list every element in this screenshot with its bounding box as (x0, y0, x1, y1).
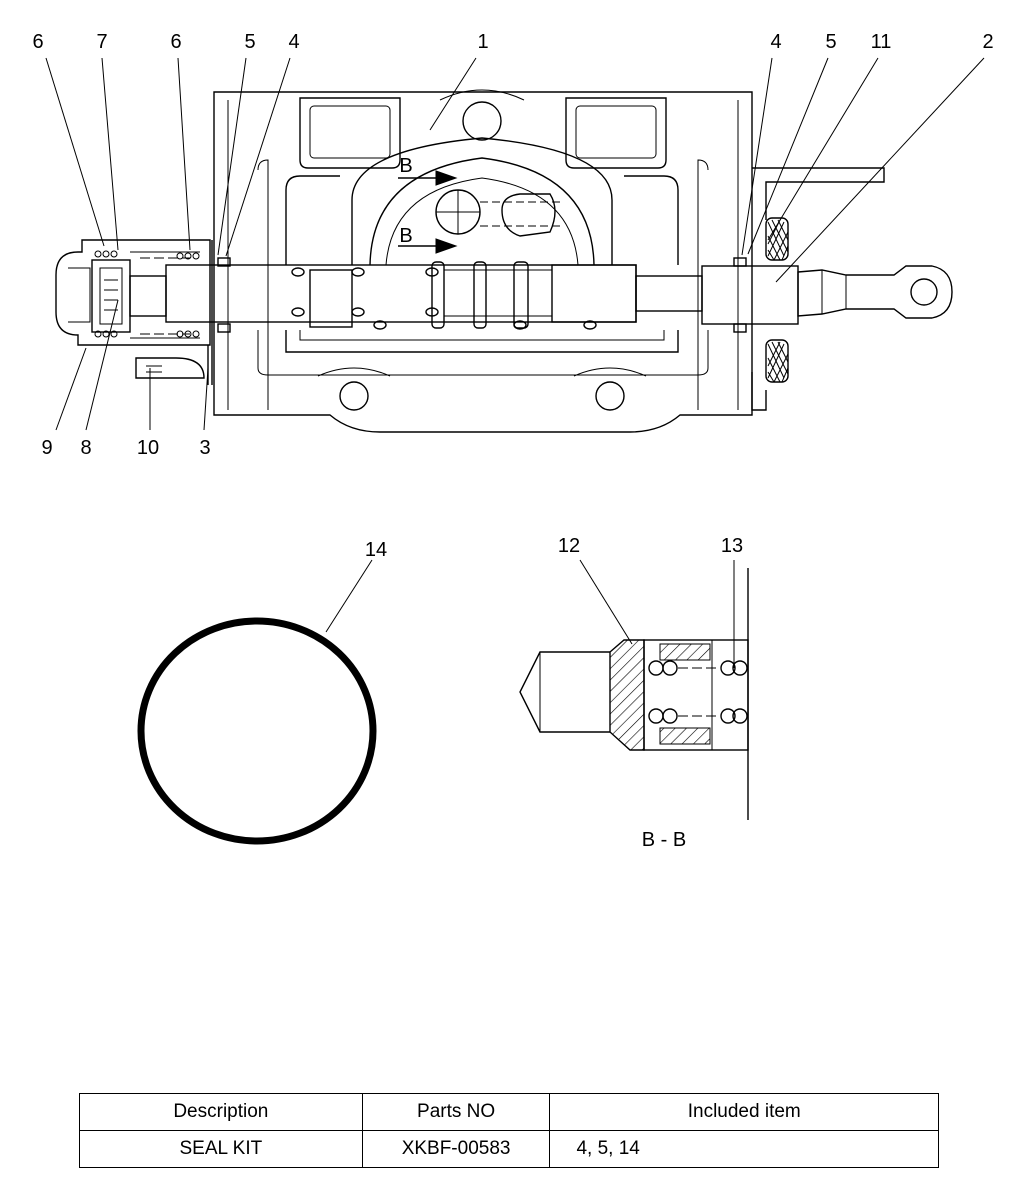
exploded-parts-diagram: 6 7 6 5 4 1 4 5 11 2 9 8 10 3 B B 14 (32, 31, 993, 851)
callout-10: 10 (137, 437, 159, 459)
cell-parts-no: XKBF-00583 (361, 1130, 551, 1168)
header-parts-no: Parts NO (361, 1093, 551, 1131)
callout-2: 2 (982, 31, 993, 53)
callout-1: 1 (477, 31, 488, 53)
callout-7: 7 (96, 31, 107, 53)
callout-labels: 6 7 6 5 4 1 4 5 11 2 9 8 10 3 B B (32, 31, 993, 459)
callout-11: 11 (871, 31, 892, 53)
table-header-row: Description Parts NO Included item (79, 1093, 939, 1131)
callout-3: 3 (199, 437, 210, 459)
callout-4-left: 4 (288, 31, 299, 53)
callout-6-mid: 6 (170, 31, 181, 53)
valve-body (213, 89, 753, 433)
callout-6-left: 6 (32, 31, 43, 53)
callout-5-right: 5 (825, 31, 836, 53)
header-description: Description (79, 1093, 363, 1131)
leader-lines (45, 57, 985, 431)
callout-8: 8 (80, 437, 91, 459)
callout-5-left: 5 (244, 31, 255, 53)
callout-13: 13 (721, 535, 743, 557)
callout-12: 12 (558, 535, 580, 557)
cell-description: SEAL KIT (79, 1130, 363, 1168)
parts-table: Description Parts NO Included item SEAL … (79, 1093, 939, 1168)
table-row: SEAL KIT XKBF-00583 4, 5, 14 (79, 1130, 939, 1168)
right-bracket (751, 167, 885, 411)
callout-9: 9 (41, 437, 52, 459)
section-arrow-label-bottom: B (399, 225, 412, 247)
callout-14: 14 (365, 539, 387, 561)
section-b-b: 12 13 B - B (519, 535, 749, 851)
header-included-item: Included item (549, 1093, 939, 1131)
o-ring-14: 14 (137, 539, 387, 845)
left-cap-assembly (55, 239, 213, 385)
spool (165, 257, 953, 333)
callout-4-right: 4 (770, 31, 781, 53)
section-caption: B - B (642, 829, 686, 851)
section-arrow-label-top: B (399, 155, 412, 177)
cell-included-item: 4, 5, 14 (549, 1130, 939, 1168)
